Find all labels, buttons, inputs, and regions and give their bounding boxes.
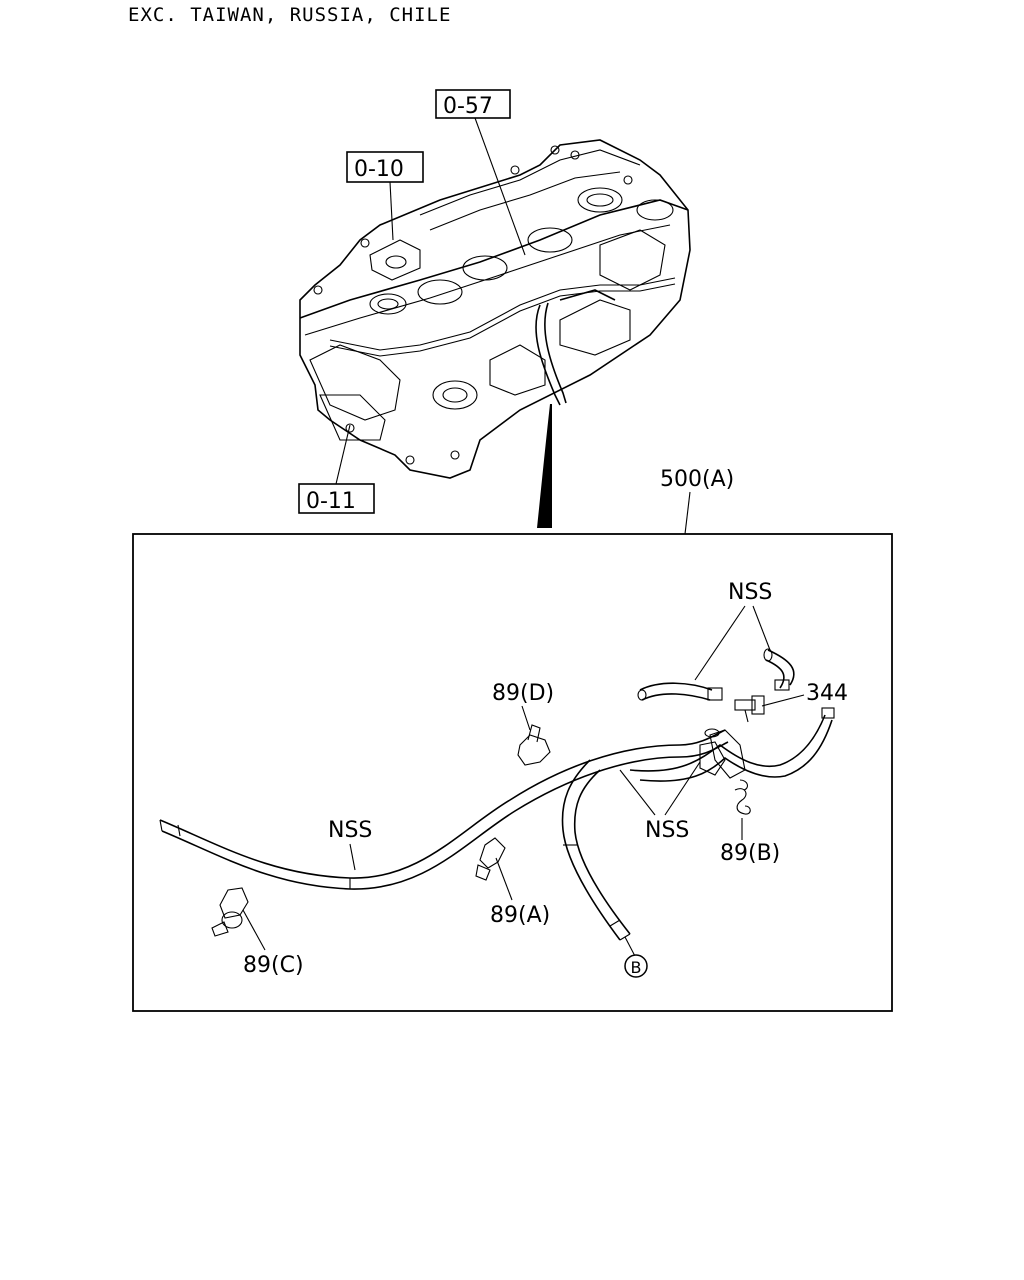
clip-89a[interactable] (475, 837, 506, 881)
label-nss-mid[interactable]: NSS (645, 818, 689, 843)
callout-0-11-label: 0-11 (306, 489, 356, 514)
label-nss-left[interactable]: NSS (328, 818, 372, 843)
breather-hose-main[interactable] (159, 729, 729, 890)
callout-0-11[interactable]: 0-11 (298, 483, 375, 514)
clip-89c[interactable] (211, 887, 249, 937)
label-500a[interactable]: 500(A) (660, 467, 734, 492)
breather-hose-right[interactable] (629, 707, 835, 782)
fitting-344[interactable] (734, 695, 765, 723)
label-344[interactable]: 344 (806, 681, 848, 706)
breather-hose-down[interactable] (561, 759, 631, 941)
detail-box (132, 533, 893, 1012)
callout-0-10-label: 0-10 (354, 157, 404, 182)
cylinder-head-illustration[interactable] (299, 139, 691, 479)
label-89b[interactable]: 89(B) (720, 841, 780, 866)
connector-b-marker[interactable]: B (624, 936, 648, 978)
callout-0-57-label: 0-57 (443, 94, 493, 119)
callout-0-10[interactable]: 0-10 (346, 151, 424, 183)
detail-arrow (537, 404, 552, 528)
label-89d[interactable]: 89(D) (492, 681, 554, 706)
nss-upper-hoses[interactable] (637, 648, 795, 701)
diagram-header: EXC. TAIWAN, RUSSIA, CHILE (128, 4, 452, 26)
clip-89d[interactable] (517, 724, 551, 766)
callout-0-57[interactable]: 0-57 (435, 89, 511, 119)
connector-b-label: B (631, 958, 642, 977)
label-89a[interactable]: 89(A) (490, 903, 550, 928)
label-nss-top[interactable]: NSS (728, 580, 772, 605)
clip-89b[interactable] (734, 779, 751, 815)
label-89c[interactable]: 89(C) (243, 953, 304, 978)
